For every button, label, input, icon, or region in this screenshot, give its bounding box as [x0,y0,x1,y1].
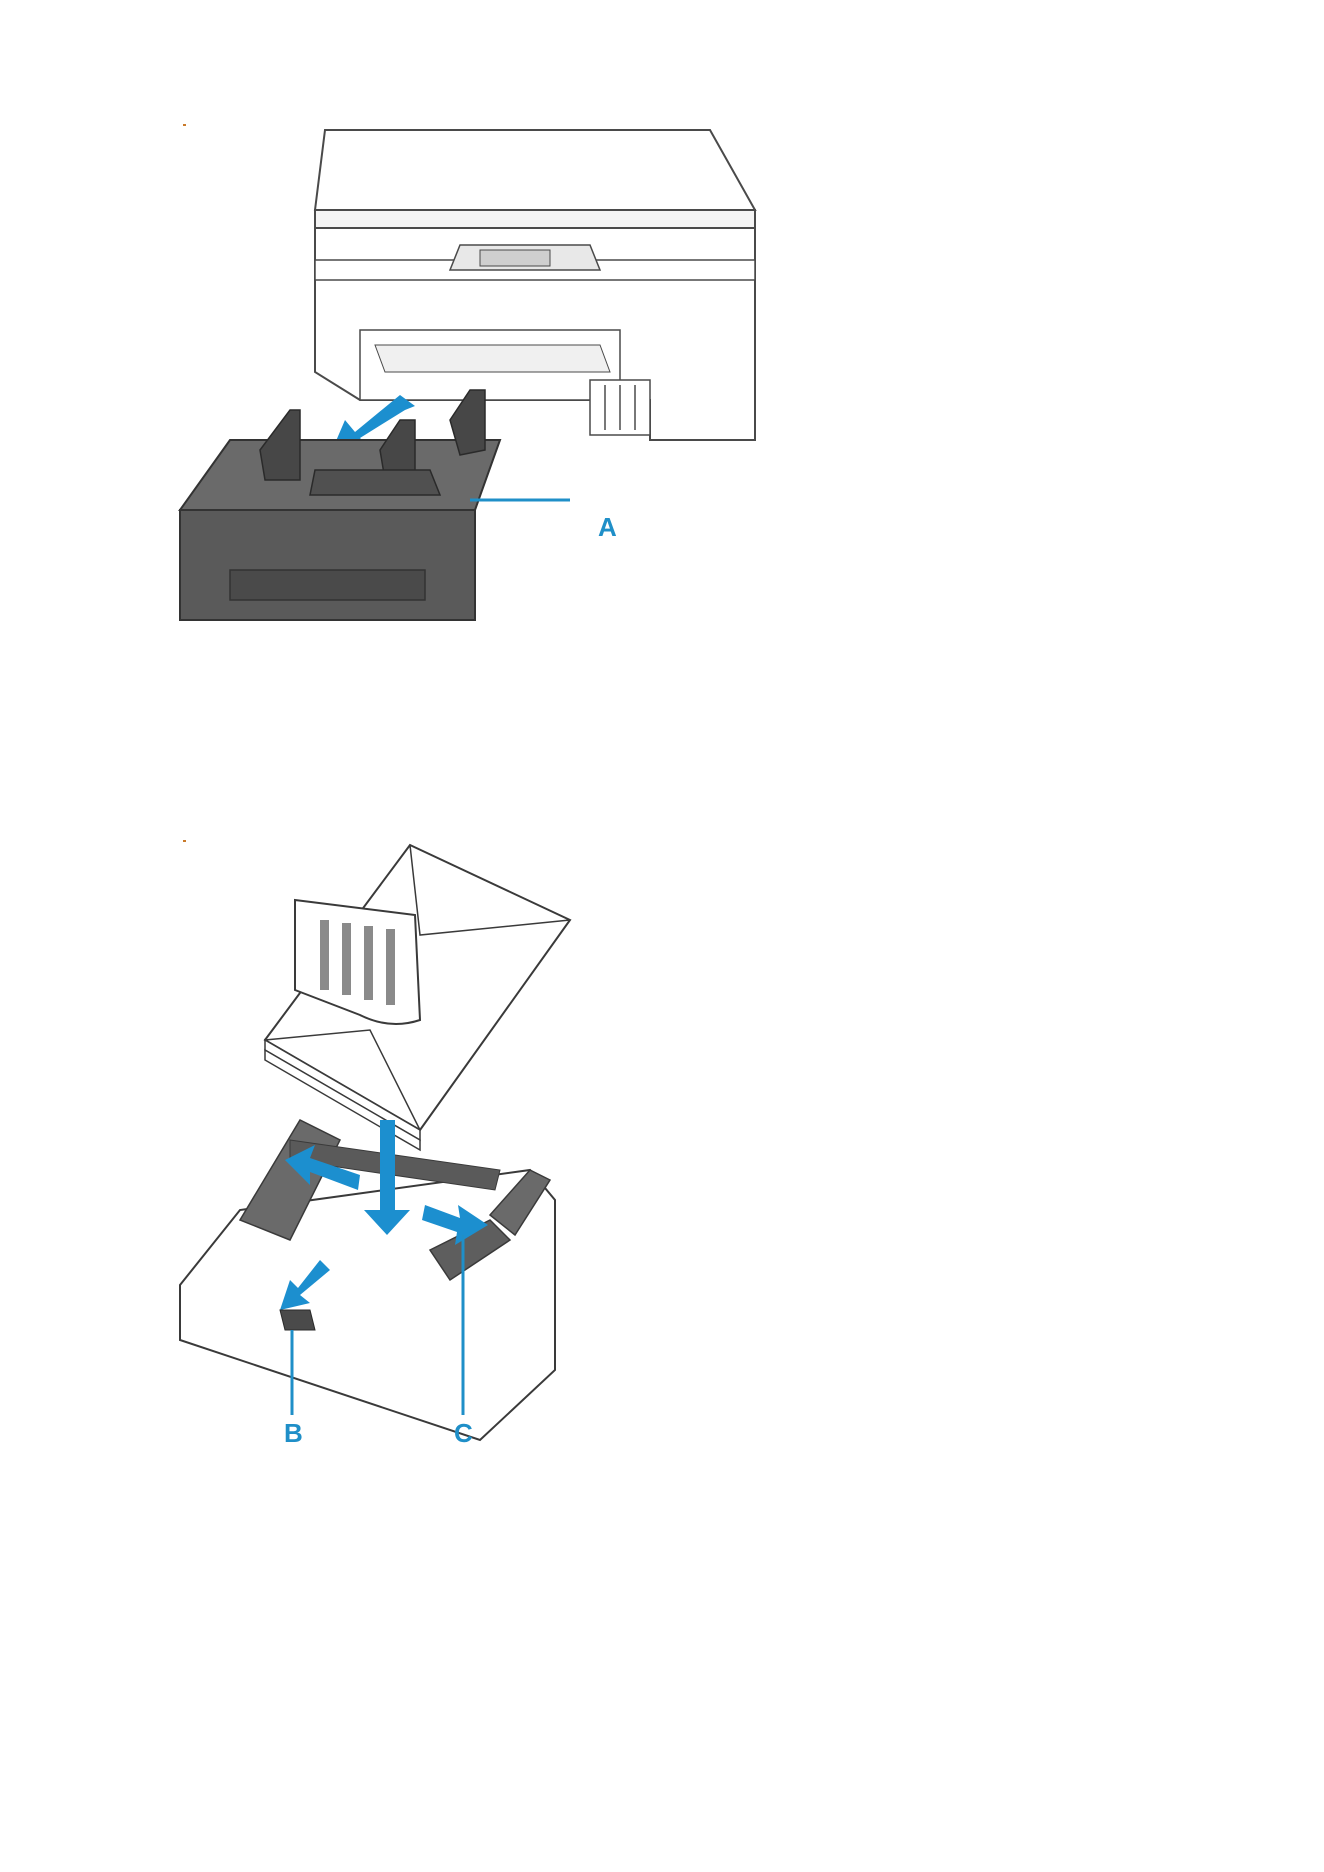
callout-c: C [454,1418,473,1449]
callout-b: B [284,1418,303,1449]
printer-cassette-illustration [170,110,770,630]
envelope-svg [170,840,690,1520]
callout-a: A [598,512,617,543]
cassette-body [180,510,475,620]
printer-svg [170,110,770,630]
envelope-loading-illustration [170,840,690,1520]
